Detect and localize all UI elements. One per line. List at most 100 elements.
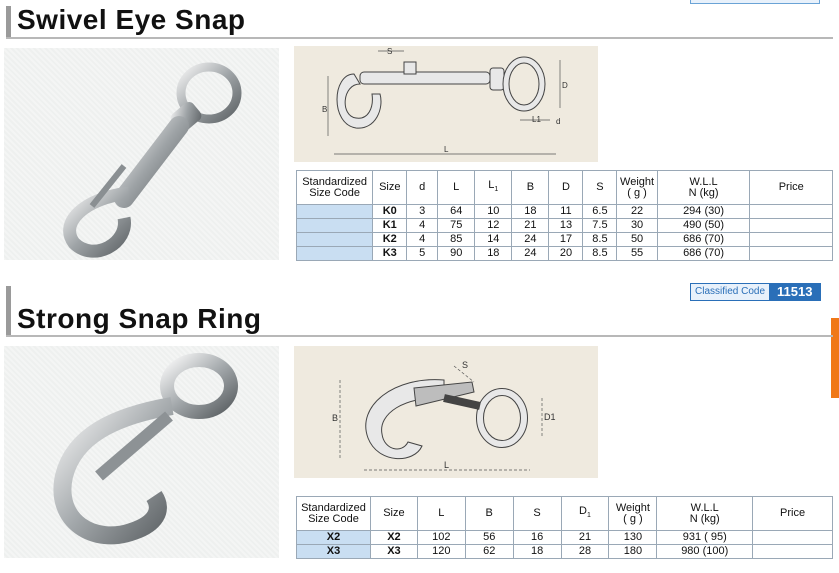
cell-size: K0 (372, 204, 408, 219)
header-l: L (416, 496, 466, 531)
cell-price (749, 218, 833, 233)
table-row: K2 4 85 14 24 17 8.5 50 686 (70) (295, 232, 833, 247)
diagram-label-d1: D1 (544, 412, 556, 422)
cell-weight: 30 (616, 218, 658, 233)
cell-l: 85 (437, 232, 476, 247)
header-s: S (512, 496, 562, 531)
cell-d-upper: 13 (548, 218, 584, 233)
classified-code-box-top (690, 0, 820, 4)
cell-wll: 980 (100) (656, 544, 754, 559)
cell-b: 62 (464, 544, 514, 559)
table-row: K3 5 90 18 24 20 8.5 55 686 (70) (295, 246, 833, 261)
cell-size: X2 (369, 530, 418, 545)
header-weight: Weight( g ) (608, 496, 658, 531)
cell-s: 18 (512, 544, 562, 559)
cell-code (295, 246, 374, 261)
header-d-upper: D (548, 170, 584, 205)
cell-l1: 12 (474, 218, 513, 233)
cell-d: 4 (406, 232, 439, 247)
cell-l: 75 (437, 218, 476, 233)
cell-s: 7.5 (582, 218, 618, 233)
cell-b: 18 (511, 204, 550, 219)
section-title-swivel-eye-snap: Swivel Eye Snap (17, 4, 246, 35)
cell-l: 64 (437, 204, 476, 219)
cell-wll: 931 ( 95) (656, 530, 754, 545)
cell-d-upper: 20 (548, 246, 584, 261)
cell-size: X3 (369, 544, 418, 559)
swivel-eye-snap-photo (4, 48, 279, 260)
cell-d: 5 (406, 246, 439, 261)
cell-s: 6.5 (582, 204, 618, 219)
cell-weight: 55 (616, 246, 658, 261)
cell-code (295, 232, 374, 247)
diagram-label-l1: L1 (532, 115, 541, 124)
cell-s: 8.5 (582, 232, 618, 247)
header-d: d (406, 170, 439, 205)
cell-d-upper: 17 (548, 232, 584, 247)
header-l: L (437, 170, 476, 205)
cell-l1: 10 (474, 204, 513, 219)
header-weight: Weight( g ) (616, 170, 658, 205)
classified-code-badge: Classified Code 11513 (690, 283, 822, 301)
table-row: X2 X2 102 56 16 21 130 931 ( 95) (296, 530, 833, 545)
section-side-tab[interactable] (831, 318, 839, 398)
header-d1: D1 (560, 496, 610, 531)
cell-l1: 14 (474, 232, 513, 247)
table-row: K0 3 64 10 18 11 6.5 22 294 (30) (295, 204, 833, 219)
cell-b: 24 (511, 232, 550, 247)
cell-b: 24 (511, 246, 550, 261)
cell-code (295, 204, 374, 219)
section-marker (6, 6, 11, 38)
diagram-label-s: S (462, 360, 468, 370)
section-divider (6, 37, 833, 39)
classified-code-label: Classified Code (691, 284, 770, 300)
header-size: Size (372, 170, 408, 205)
cell-price (749, 232, 833, 247)
diagram-label-b: B (322, 105, 327, 114)
cell-price (749, 246, 833, 261)
cell-d: 4 (406, 218, 439, 233)
diagram-label-d-upper: D (562, 81, 568, 90)
section-title-strong-snap-ring: Strong Snap Ring (17, 303, 262, 334)
cell-l: 102 (416, 530, 466, 545)
cell-weight: 22 (616, 204, 658, 219)
cell-l1: 18 (474, 246, 513, 261)
cell-price (749, 204, 833, 219)
cell-l: 120 (416, 544, 466, 559)
section-divider (6, 335, 833, 337)
cell-wll: 686 (70) (656, 232, 751, 247)
cell-wll: 294 (30) (656, 204, 751, 219)
classified-code-number: 11513 (769, 284, 821, 300)
cell-wll: 490 (50) (656, 218, 751, 233)
cell-code: X2 (296, 530, 371, 545)
cell-weight: 130 (608, 530, 658, 545)
cell-code: X3 (296, 544, 371, 559)
cell-weight: 50 (616, 232, 658, 247)
header-price: Price (752, 496, 833, 531)
cell-size: K3 (372, 246, 408, 261)
diagram-label-s: S (387, 47, 392, 56)
cell-s: 8.5 (582, 246, 618, 261)
cell-price (752, 544, 833, 559)
cell-wll: 686 (70) (656, 246, 751, 261)
cell-d: 3 (406, 204, 439, 219)
diagram-label-l: L (444, 145, 449, 154)
cell-size: K2 (372, 232, 408, 247)
header-size: Size (369, 496, 418, 531)
cell-size: K1 (372, 218, 408, 233)
diagram-label-d: d (556, 117, 560, 126)
cell-l: 90 (437, 246, 476, 261)
cell-d-upper: 11 (548, 204, 584, 219)
diagram-label-b: B (332, 413, 338, 423)
cell-b: 21 (511, 218, 550, 233)
cell-d1: 28 (560, 544, 610, 559)
swivel-eye-snap-diagram: S D B L1 d L (294, 46, 598, 162)
